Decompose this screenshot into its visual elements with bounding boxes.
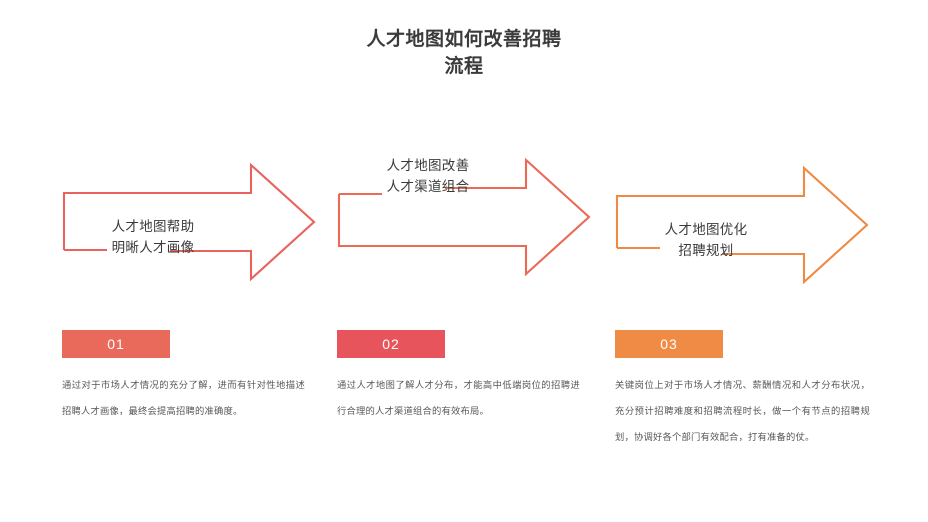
process-arrow-2-label-line-2: 人才渠道组合 [386,179,470,194]
process-arrow-3-label-line-1: 人才地图优化 [664,222,748,237]
step-card-1: 01 通过对于市场人才情况的充分了解，进而有针对性地描述招聘人才画像，最终会提高… [62,330,305,424]
arrow-shape-3-icon [615,165,869,285]
step-description-2: 通过人才地图了解人才分布，才能高中低端岗位的招聘进行合理的人才渠道组合的有效布局… [337,380,580,416]
process-arrow-2-label: 人才地图改善 人才渠道组合 [292,155,564,197]
process-arrow-3[interactable]: 人才地图优化 招聘规划 [608,150,908,300]
step-badge-03: 03 [615,330,723,358]
page-title-line-2: 流程 [444,56,484,77]
process-arrow-1[interactable]: 人才地图帮助 明晰人才画像 [55,150,355,300]
process-arrow-row: 人才地图帮助 明晰人才画像 人才地图改善 人才渠道组合 人才地图优化 招聘规划 [0,150,928,300]
process-arrow-2-label-line-1: 人才地图改善 [386,158,470,173]
process-arrow-3-label-line-2: 招聘规划 [678,243,734,258]
process-arrow-1-label-line-2: 明晰人才画像 [111,240,195,255]
step-description-1: 通过对于市场人才情况的充分了解，进而有针对性地描述招聘人才画像，最终会提高招聘的… [62,380,305,416]
step-description-row: 01 通过对于市场人才情况的充分了解，进而有针对性地描述招聘人才画像，最终会提高… [0,330,928,522]
page-title: 人才地图如何改善招聘 流程 [0,26,928,80]
arrow-shape-1-icon [62,162,316,282]
process-arrow-3-label: 人才地图优化 招聘规划 [570,219,842,261]
arrow-shape-2-icon [337,157,591,277]
step-description-3: 关键岗位上对于市场人才情况、薪酬情况和人才分布状况，充分预计招聘难度和招聘流程时… [615,380,870,442]
process-arrow-1-label-line-1: 人才地图帮助 [111,219,195,234]
step-badge-01: 01 [62,330,170,358]
step-badge-02: 02 [337,330,445,358]
page-title-line-1: 人才地图如何改善招聘 [366,29,562,50]
process-arrow-1-label: 人才地图帮助 明晰人才画像 [17,216,289,258]
process-arrow-2[interactable]: 人才地图改善 人才渠道组合 [330,150,630,300]
step-card-3: 03 关键岗位上对于市场人才情况、薪酬情况和人才分布状况，充分预计招聘难度和招聘… [615,330,870,450]
step-card-2: 02 通过人才地图了解人才分布，才能高中低端岗位的招聘进行合理的人才渠道组合的有… [337,330,580,424]
